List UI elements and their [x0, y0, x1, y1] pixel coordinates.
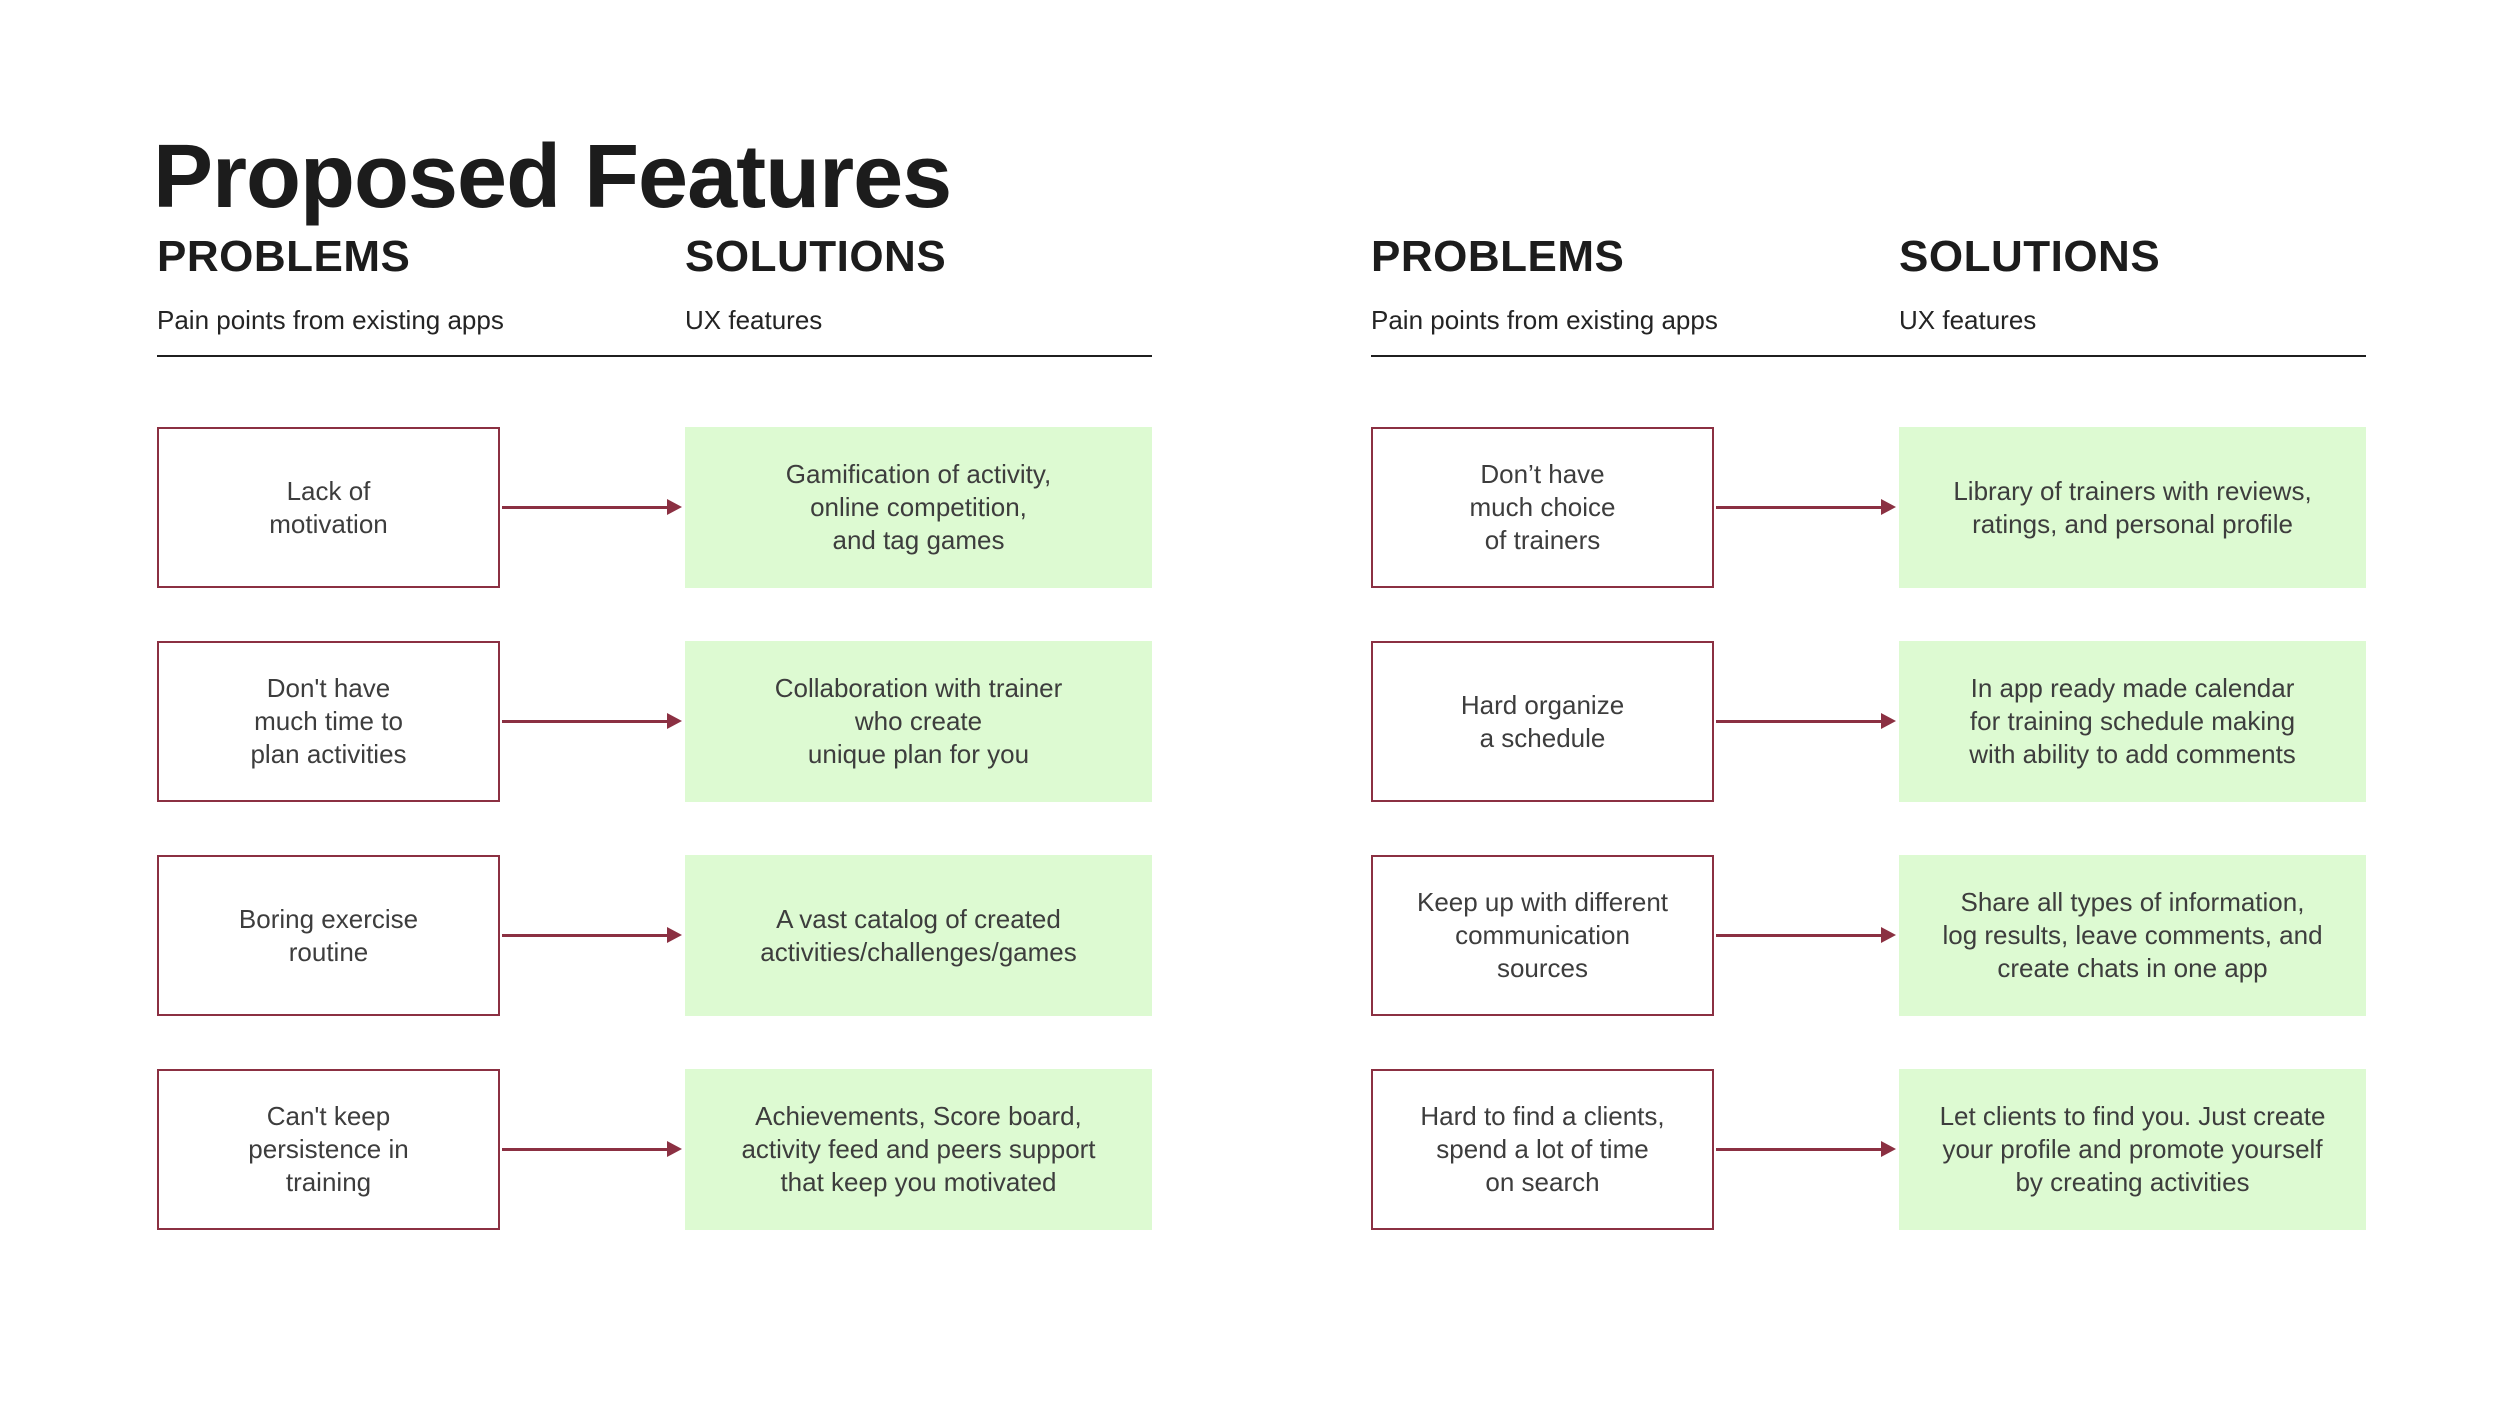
solution-box: Library of trainers with reviews, rating… — [1899, 427, 2366, 588]
solutions-heading: SOLUTIONS — [1899, 232, 2161, 281]
problem-text: Can't keep persistence in training — [248, 1101, 409, 1197]
feature-row: Keep up with different communication sou… — [1371, 855, 2366, 1016]
problem-box: Hard organize a schedule — [1371, 641, 1714, 802]
header-divider — [157, 355, 1152, 357]
problems-subtitle: Pain points from existing apps — [157, 305, 504, 335]
solutions-heading: SOLUTIONS — [685, 232, 947, 281]
problem-text: Lack of motivation — [269, 475, 388, 539]
arrow-right-icon — [1716, 926, 1896, 943]
problems-header: PROBLEMS Pain points from existing apps — [1371, 232, 1718, 336]
problem-box: Can't keep persistence in training — [157, 1069, 500, 1230]
feature-row: Boring exercise routine A vast catalog o… — [157, 855, 1152, 1016]
arrow-right-icon — [1716, 498, 1896, 515]
solution-box: Gamification of activity, online competi… — [685, 427, 1152, 588]
problem-box: Don’t have much choice of trainers — [1371, 427, 1714, 588]
problem-box: Boring exercise routine — [157, 855, 500, 1016]
problem-text: Hard to find a clients, spend a lot of t… — [1420, 1101, 1665, 1197]
solution-text: Share all types of information, log resu… — [1942, 887, 2323, 983]
problem-text: Keep up with different communication sou… — [1416, 887, 1669, 983]
problems-heading: PROBLEMS — [1371, 232, 1625, 281]
arrow-right-icon — [502, 498, 682, 515]
problem-text: Don’t have much choice of trainers — [1469, 459, 1616, 555]
solution-box: A vast catalog of created activities/cha… — [685, 855, 1152, 1016]
solution-text: A vast catalog of created activities/cha… — [760, 903, 1077, 967]
solution-text: Achievements, Score board, activity feed… — [741, 1101, 1096, 1197]
solution-box: In app ready made calendar for training … — [1899, 641, 2366, 802]
problems-heading: PROBLEMS — [157, 232, 411, 281]
solution-text: Gamification of activity, online competi… — [785, 459, 1052, 555]
problem-box: Lack of motivation — [157, 427, 500, 588]
problems-header: PROBLEMS Pain points from existing apps — [157, 232, 504, 336]
solutions-header: SOLUTIONS UX features — [1899, 232, 2161, 336]
problem-box: Hard to find a clients, spend a lot of t… — [1371, 1069, 1714, 1230]
features-panel-right: PROBLEMS Pain points from existing apps … — [1371, 235, 2366, 1245]
solutions-subtitle: UX features — [1899, 305, 2037, 335]
feature-row: Don't have much time to plan activities … — [157, 641, 1152, 802]
solution-box: Share all types of information, log resu… — [1899, 855, 2366, 1016]
solutions-header: SOLUTIONS UX features — [685, 232, 947, 336]
arrow-right-icon — [502, 1140, 682, 1157]
solution-box: Let clients to find you. Just create you… — [1899, 1069, 2366, 1230]
solution-text: In app ready made calendar for training … — [1969, 673, 2296, 769]
solution-text: Let clients to find you. Just create you… — [1939, 1101, 2326, 1197]
solution-box: Collaboration with trainer who create un… — [685, 641, 1152, 802]
solution-box: Achievements, Score board, activity feed… — [685, 1069, 1152, 1230]
feature-row: Lack of motivation Gamification of activ… — [157, 427, 1152, 588]
solution-text: Library of trainers with reviews, rating… — [1953, 475, 2312, 539]
features-panel-left: PROBLEMS Pain points from existing apps … — [157, 235, 1152, 1245]
arrow-right-icon — [1716, 712, 1896, 729]
feature-row: Hard to find a clients, spend a lot of t… — [1371, 1069, 2366, 1230]
problems-subtitle: Pain points from existing apps — [1371, 305, 1718, 335]
arrow-right-icon — [502, 926, 682, 943]
problem-box: Keep up with different communication sou… — [1371, 855, 1714, 1016]
problem-text: Don't have much time to plan activities — [250, 673, 407, 769]
arrow-right-icon — [502, 712, 682, 729]
solutions-subtitle: UX features — [685, 305, 823, 335]
problem-text: Hard organize a schedule — [1460, 689, 1625, 753]
problem-text: Boring exercise routine — [238, 903, 419, 967]
solution-text: Collaboration with trainer who create un… — [774, 673, 1063, 769]
page-title: Proposed Features — [153, 127, 952, 228]
problem-box: Don't have much time to plan activities — [157, 641, 500, 802]
feature-row: Don’t have much choice of trainers Libra… — [1371, 427, 2366, 588]
feature-row: Can't keep persistence in training Achie… — [157, 1069, 1152, 1230]
arrow-right-icon — [1716, 1140, 1896, 1157]
header-divider — [1371, 355, 2366, 357]
feature-row: Hard organize a schedule In app ready ma… — [1371, 641, 2366, 802]
